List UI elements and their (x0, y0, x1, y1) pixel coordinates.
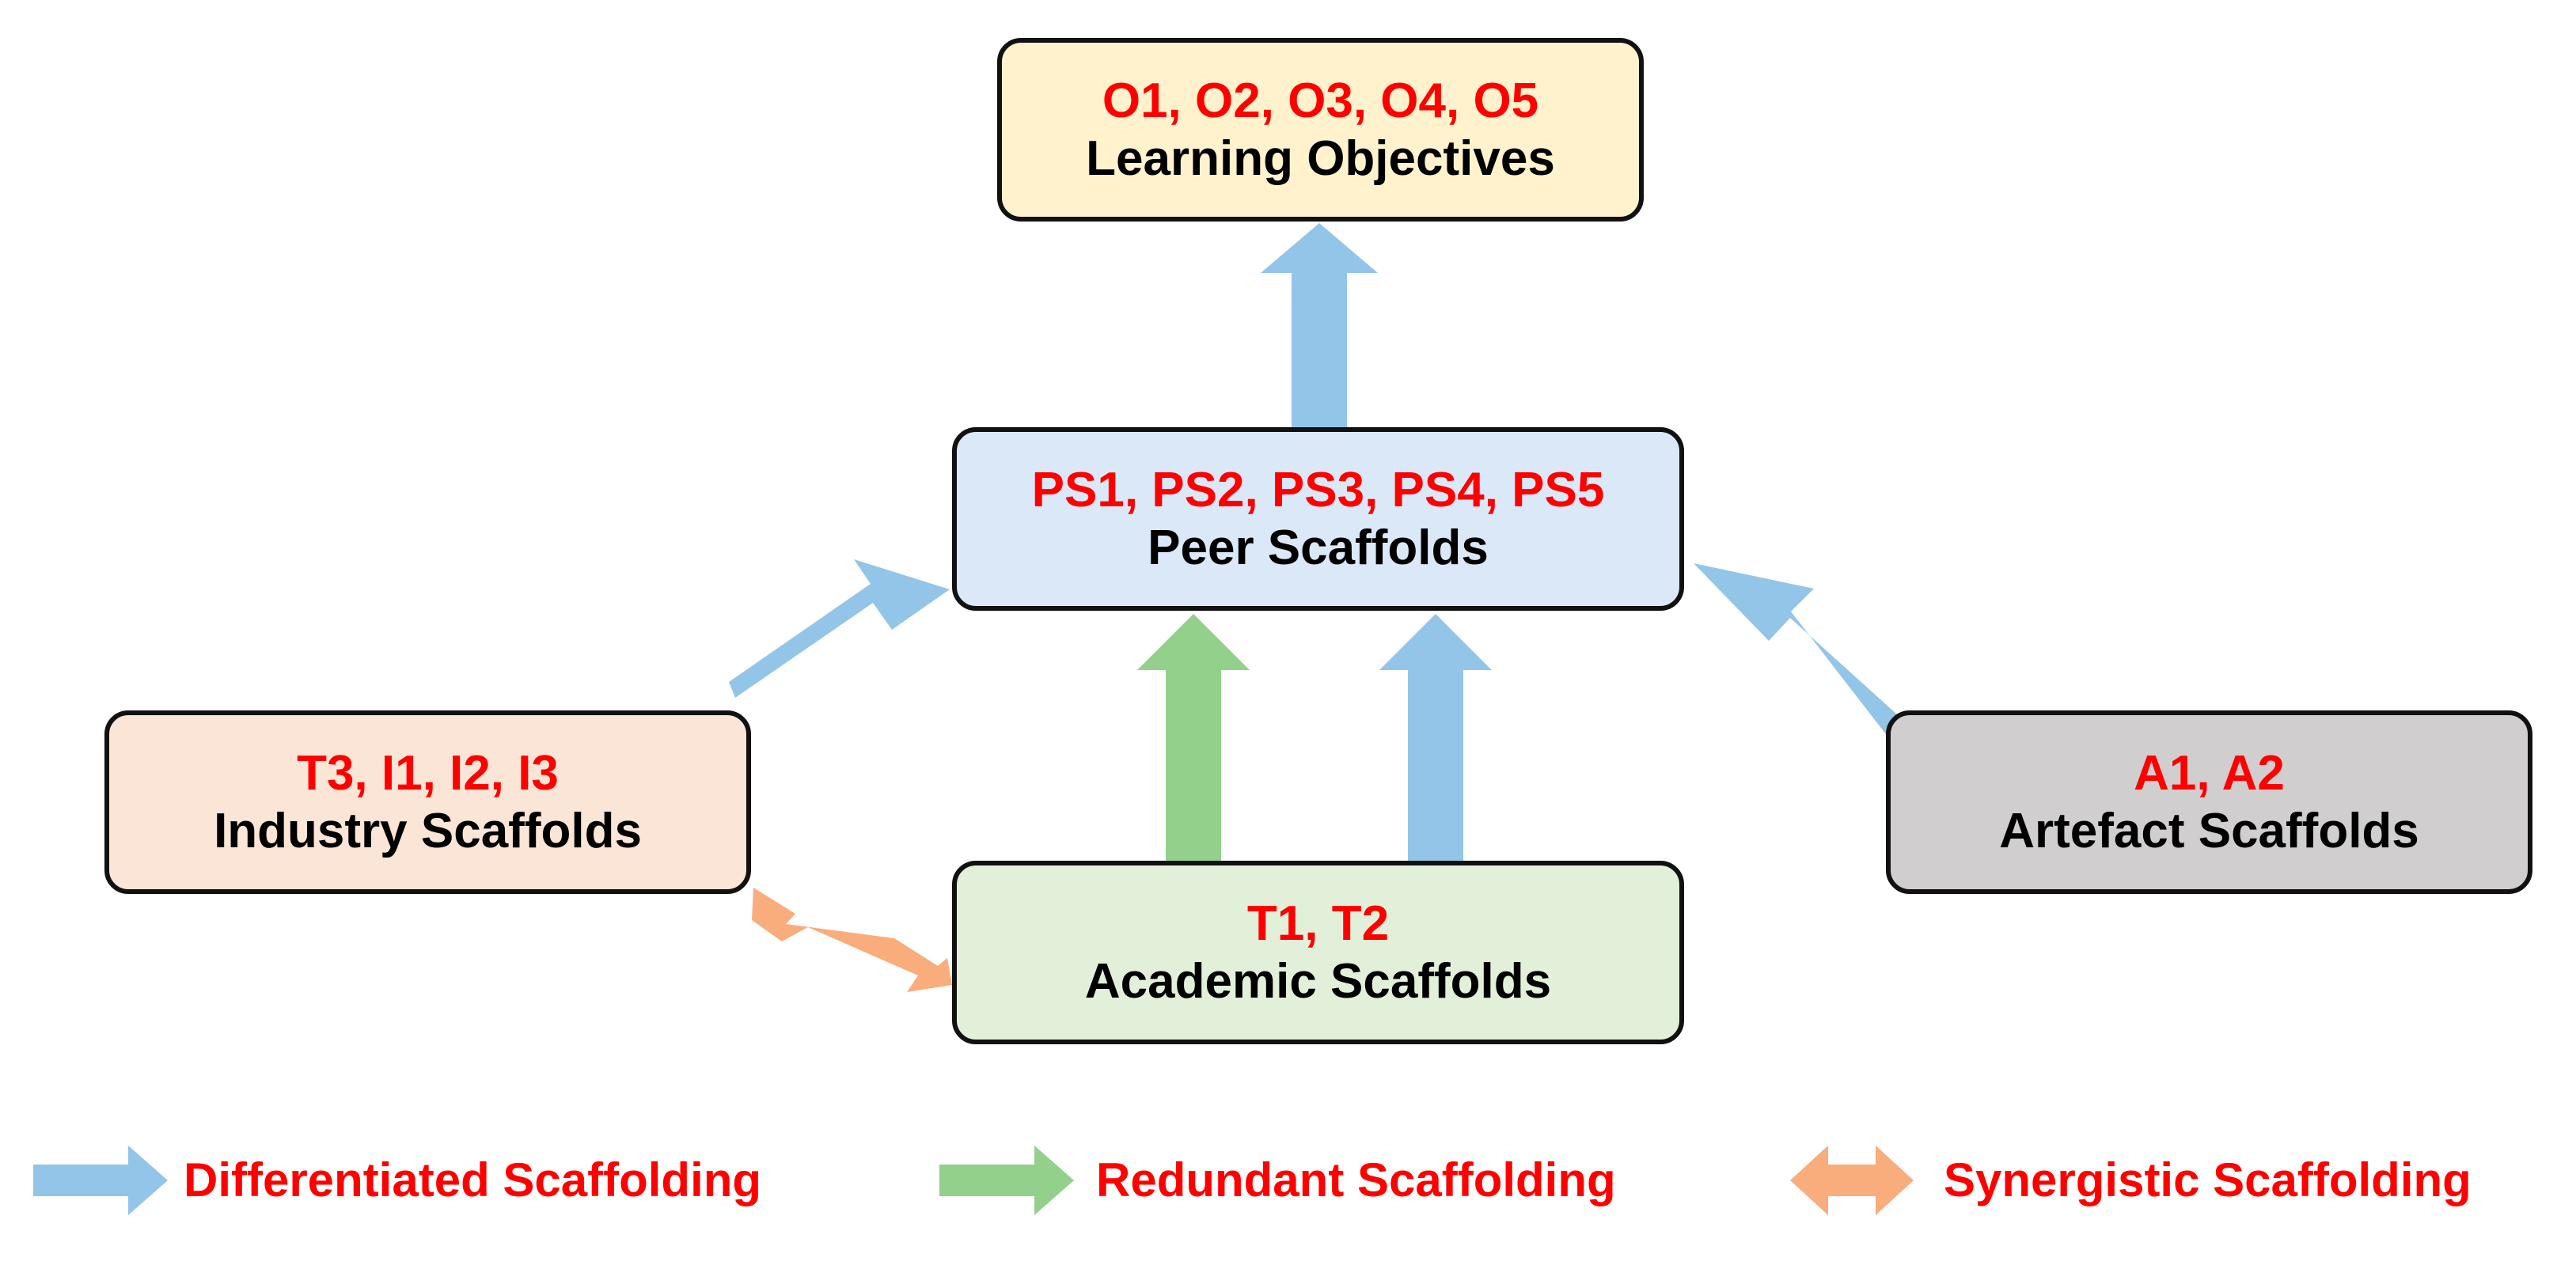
arrow-industry-to-peer (729, 559, 950, 698)
objectives-codes: O1, O2, O3, O4, O5 (1102, 73, 1539, 128)
peer-codes: PS1, PS2, PS3, PS4, PS5 (1031, 462, 1605, 517)
academic-scaffolds-box: T1, T2 Academic Scaffolds (952, 861, 1684, 1044)
legend-redundant-label: Redundant Scaffolding (1096, 1153, 1616, 1206)
arrow-academic-to-peer-redundant (1137, 614, 1250, 861)
peer-name: Peer Scaffolds (1148, 521, 1489, 575)
artefact-scaffolds-box: A1, A2 Artefact Scaffolds (1886, 710, 2532, 894)
objectives-name: Learning Objectives (1086, 131, 1555, 186)
learning-objectives-box: O1, O2, O3, O4, O5 Learning Objectives (997, 38, 1644, 222)
peer-scaffolds-box: PS1, PS2, PS3, PS4, PS5 Peer Scaffolds (952, 427, 1684, 611)
legend-differentiated-arrow (33, 1146, 168, 1215)
arrow-academic-to-peer-differentiated (1379, 614, 1492, 861)
artefact-name: Artefact Scaffolds (1999, 804, 2419, 858)
industry-codes: T3, I1, I2, I3 (297, 745, 559, 801)
legend-differentiated-label: Differentiated Scaffolding (184, 1153, 762, 1206)
industry-name: Industry Scaffolds (214, 804, 642, 858)
arrow-artefact-to-peer (1694, 563, 1906, 748)
arrow-industry-academic-synergistic (752, 888, 952, 992)
legend-redundant-arrow (939, 1146, 1074, 1215)
arrow-peer-to-objectives (1261, 223, 1378, 427)
industry-scaffolds-box: T3, I1, I2, I3 Industry Scaffolds (104, 710, 751, 894)
academic-name: Academic Scaffolds (1084, 954, 1552, 1009)
legend-synergistic-label: Synergistic Scaffolding (1944, 1153, 2472, 1206)
artefact-codes: A1, A2 (2134, 745, 2285, 801)
academic-codes: T1, T2 (1246, 896, 1390, 951)
legend-synergistic-arrow (1790, 1146, 1914, 1215)
